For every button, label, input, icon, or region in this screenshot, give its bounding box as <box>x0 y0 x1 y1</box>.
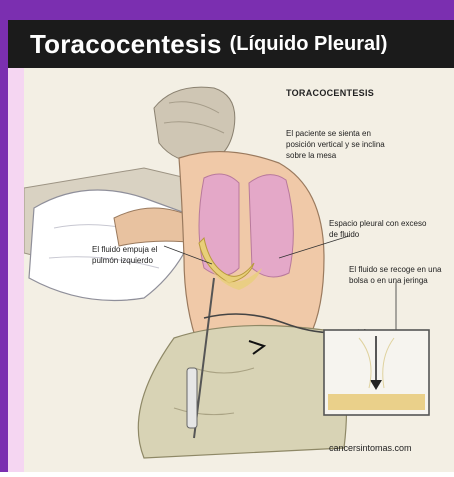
collected-fluid <box>328 394 425 410</box>
source-credit: cancersintomas.com <box>329 443 412 454</box>
pants <box>138 326 346 459</box>
diagram-heading: TORACOCENTESIS <box>286 88 374 99</box>
bottom-gap <box>0 472 454 477</box>
left-accent-band <box>0 20 8 477</box>
title-bar: Toracocentesis (Líquido Pleural) <box>8 20 454 68</box>
page-subtitle: (Líquido Pleural) <box>230 33 388 56</box>
top-accent-band <box>0 0 454 20</box>
syringe-barrel <box>187 368 197 428</box>
collection-label: El fluido se recoge en una bolsa o en un… <box>349 264 444 286</box>
fluid-pushes-label: El fluido empuja el pulmón izquierdo <box>92 244 170 266</box>
patient-label: El paciente se sienta en posición vertic… <box>286 128 396 161</box>
side-decoration <box>8 68 24 472</box>
pleural-space-label: Espacio pleural con exceso de fluido <box>329 218 429 240</box>
right-lung <box>249 175 293 277</box>
page-title: Toracocentesis <box>30 29 222 60</box>
thoracentesis-illustration: TORACOCENTESIS El paciente se sienta en … <box>24 68 454 472</box>
